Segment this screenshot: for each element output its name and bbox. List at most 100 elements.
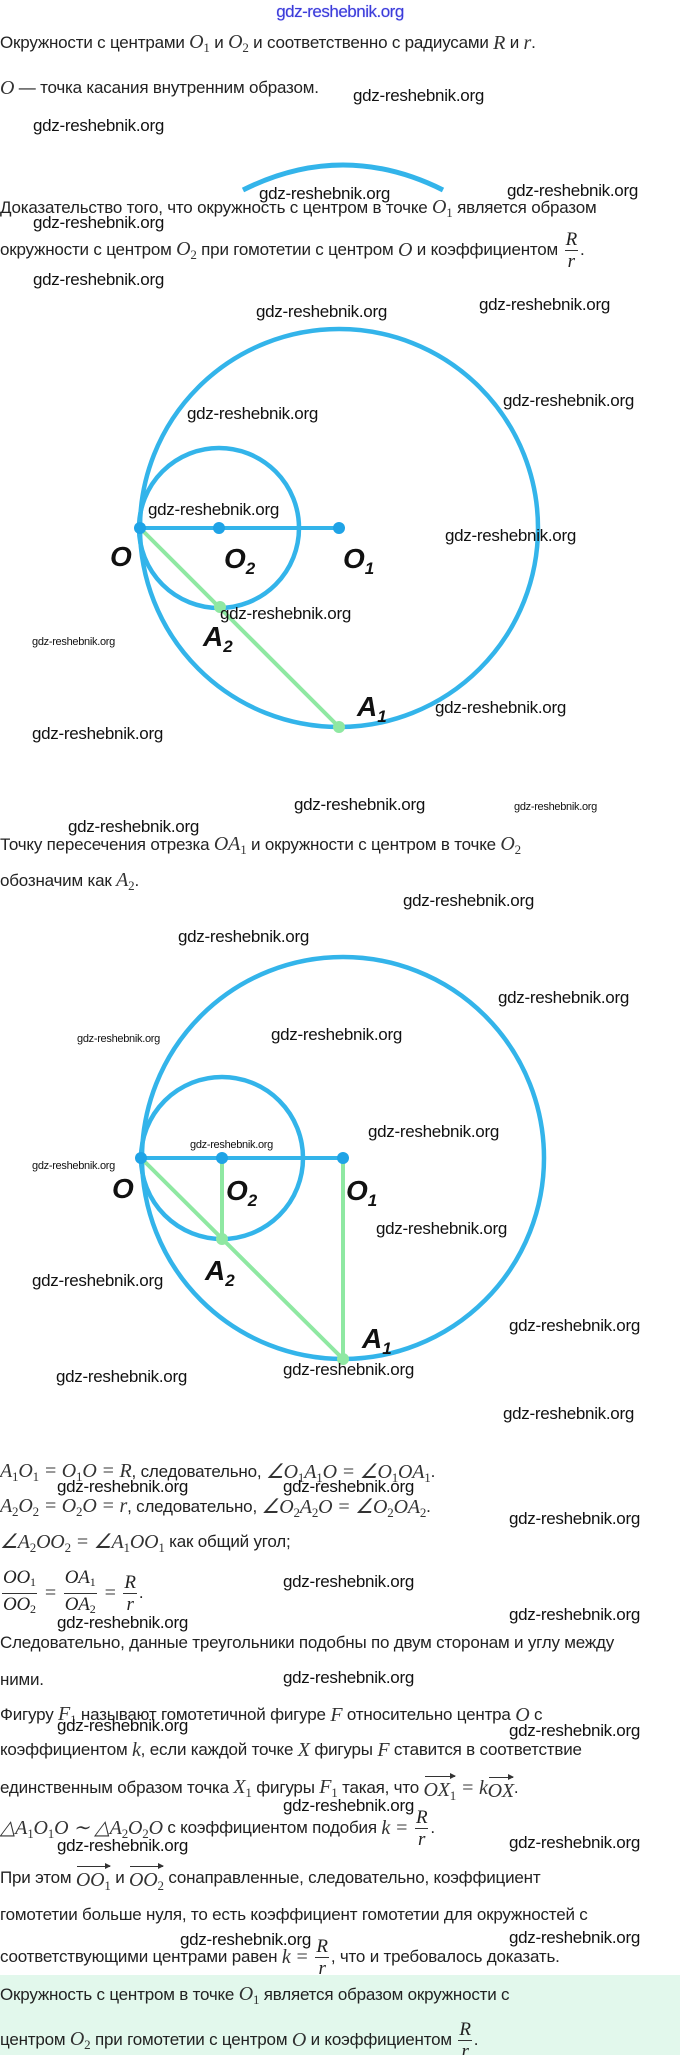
watermark: gdz-reshebnik.org bbox=[435, 698, 566, 717]
watermark: gdz-reshebnik.org bbox=[514, 801, 597, 813]
watermark: gdz-reshebnik.org bbox=[32, 636, 115, 648]
math-expression: F1 bbox=[319, 1775, 338, 1800]
conclusion-box bbox=[0, 1975, 680, 2055]
text-segment: единственным образом точка bbox=[0, 1778, 234, 1797]
site-title[interactable]: gdz-reshebnik.org bbox=[276, 2, 404, 21]
label-o: O bbox=[112, 1173, 134, 1204]
text-line: Следовательно, данные треугольники подоб… bbox=[0, 1630, 614, 1656]
text-segment: окружности с центром bbox=[0, 240, 177, 259]
math-expression: O2 bbox=[500, 832, 521, 857]
math-expression: A2O2 = O2O = r bbox=[0, 1494, 128, 1519]
watermark: gdz-reshebnik.org bbox=[57, 1716, 188, 1735]
watermark: gdz-reshebnik.org bbox=[32, 724, 163, 743]
watermark: gdz-reshebnik.org bbox=[57, 1836, 188, 1855]
text-line: ними. bbox=[0, 1667, 44, 1693]
segment-o-a1 bbox=[138, 526, 341, 729]
math-expression: O bbox=[291, 2028, 307, 2051]
watermark: gdz-reshebnik.org bbox=[498, 988, 629, 1007]
math-expression: O bbox=[515, 1703, 530, 1726]
fraction-numerator: R bbox=[123, 1571, 137, 1594]
label-o2: O2 bbox=[226, 1175, 258, 1210]
text-segment: такая, что bbox=[337, 1778, 424, 1797]
text-segment: фигуры bbox=[309, 1740, 378, 1759]
watermark: gdz-reshebnik.org bbox=[57, 1613, 188, 1632]
text-segment: Окружности с центрами bbox=[0, 33, 190, 52]
watermark: gdz-reshebnik.org bbox=[509, 1721, 640, 1740]
math-expression: R bbox=[493, 31, 506, 54]
math-expression: O2 bbox=[69, 2027, 91, 2052]
text-segment: обозначим как bbox=[0, 871, 117, 890]
fraction-denominator: OO2 bbox=[3, 1593, 36, 1616]
watermark: gdz-reshebnik.org bbox=[509, 1605, 640, 1624]
fraction-denominator: r bbox=[126, 1593, 134, 1615]
text-line: O — точка касания внутренним образом. bbox=[0, 75, 319, 101]
math-expression: A1O1 = O1O = R bbox=[0, 1459, 132, 1484]
text-line: A2O2 = O2O = r, следовательно, ∠O2A2O = … bbox=[0, 1494, 431, 1520]
math-expression: O1 bbox=[189, 30, 210, 55]
conclusion-line: Окружность с центром в точке O1 является… bbox=[0, 1982, 510, 2008]
fraction-numerator: OA1 bbox=[63, 1568, 97, 1594]
vector-expression: OX1 bbox=[424, 1772, 456, 1804]
text-line: При этом OO1 и OO2 сонаправленные, следо… bbox=[0, 1862, 541, 1894]
text-segment: с коэффициентом подобия bbox=[162, 1818, 382, 1837]
fraction-denominator: r bbox=[318, 1957, 326, 1979]
watermark: gdz-reshebnik.org bbox=[148, 500, 279, 519]
top-arc bbox=[241, 162, 445, 193]
text-segment: При этом bbox=[0, 1868, 76, 1887]
point-o2 bbox=[216, 1152, 228, 1164]
watermark: gdz-reshebnik.org bbox=[353, 86, 484, 105]
diagram-1: O O2 O1 A2 A1 bbox=[110, 326, 541, 733]
watermark: gdz-reshebnik.org bbox=[32, 1160, 115, 1172]
text-line: Окружности с центрами O1 и O2 и соответс… bbox=[0, 30, 536, 56]
watermark: gdz-reshebnik.org bbox=[403, 891, 534, 910]
text-segment: Окружность с центром в точке bbox=[0, 1985, 239, 2004]
watermark: gdz-reshebnik.org bbox=[178, 927, 309, 946]
text-segment: и коэффициентом bbox=[306, 2030, 457, 2049]
math-expression: F bbox=[330, 1703, 343, 1726]
text-segment: , следовательно, bbox=[127, 1497, 262, 1516]
math-expression: = k bbox=[456, 1776, 488, 1799]
watermark: gdz-reshebnik.org bbox=[368, 1122, 499, 1141]
watermark: gdz-reshebnik.org bbox=[32, 1271, 163, 1290]
point-o bbox=[135, 1152, 147, 1164]
label-o1: O1 bbox=[346, 1175, 377, 1210]
watermark: gdz-reshebnik.org bbox=[77, 1033, 160, 1045]
point-o bbox=[134, 522, 146, 534]
math-expression: F bbox=[377, 1738, 390, 1761]
label-o: O bbox=[110, 541, 132, 572]
text-segment: ними. bbox=[0, 1670, 44, 1689]
text-segment: . bbox=[430, 1462, 436, 1481]
text-segment: относительно центра bbox=[342, 1705, 516, 1724]
text-segment: гомотетии больше нуля, то есть коэффицие… bbox=[0, 1905, 588, 1924]
math-expression: ∠O1A1O = ∠O1OA1 bbox=[265, 1460, 431, 1485]
text-segment: Фигуру bbox=[0, 1705, 59, 1724]
label-o1: O1 bbox=[343, 543, 374, 578]
watermark: gdz-reshebnik.org bbox=[33, 270, 164, 289]
text-segment: и соответственно с радиусами bbox=[248, 33, 494, 52]
watermark: gdz-reshebnik.org bbox=[56, 1367, 187, 1386]
text-segment: является образом окружности с bbox=[259, 1985, 510, 2004]
math-expression: ∠A2OO2 = ∠A1OO1 bbox=[0, 1530, 165, 1555]
math-expression: O2 bbox=[176, 237, 197, 262]
watermark: gdz-reshebnik.org bbox=[479, 295, 610, 314]
vector-expression: OO2 bbox=[129, 1862, 164, 1894]
text-segment: . bbox=[138, 1583, 144, 1602]
text-segment: . bbox=[513, 1778, 519, 1797]
math-expression: ∠O2A2O = ∠O2OA2 bbox=[261, 1495, 427, 1520]
math-expression: = bbox=[38, 1581, 62, 1604]
watermark: gdz-reshebnik.org bbox=[33, 213, 164, 232]
conclusion-line: центром O2 при гомотетии с центром O и к… bbox=[0, 2020, 479, 2055]
text-segment: . bbox=[473, 2030, 479, 2049]
watermark: gdz-reshebnik.org bbox=[187, 404, 318, 423]
point-o2 bbox=[213, 522, 225, 534]
text-line: Фигуру F1 называют гомотетичной фигуре F… bbox=[0, 1702, 542, 1728]
watermark: gdz-reshebnik.org bbox=[283, 1668, 414, 1687]
text-segment: и bbox=[209, 33, 229, 52]
fraction-denominator: r bbox=[461, 2040, 469, 2055]
text-segment: — точка касания внутренним образом. bbox=[14, 78, 319, 97]
math-expression: k bbox=[131, 1738, 141, 1761]
text-segment: . bbox=[134, 871, 139, 890]
